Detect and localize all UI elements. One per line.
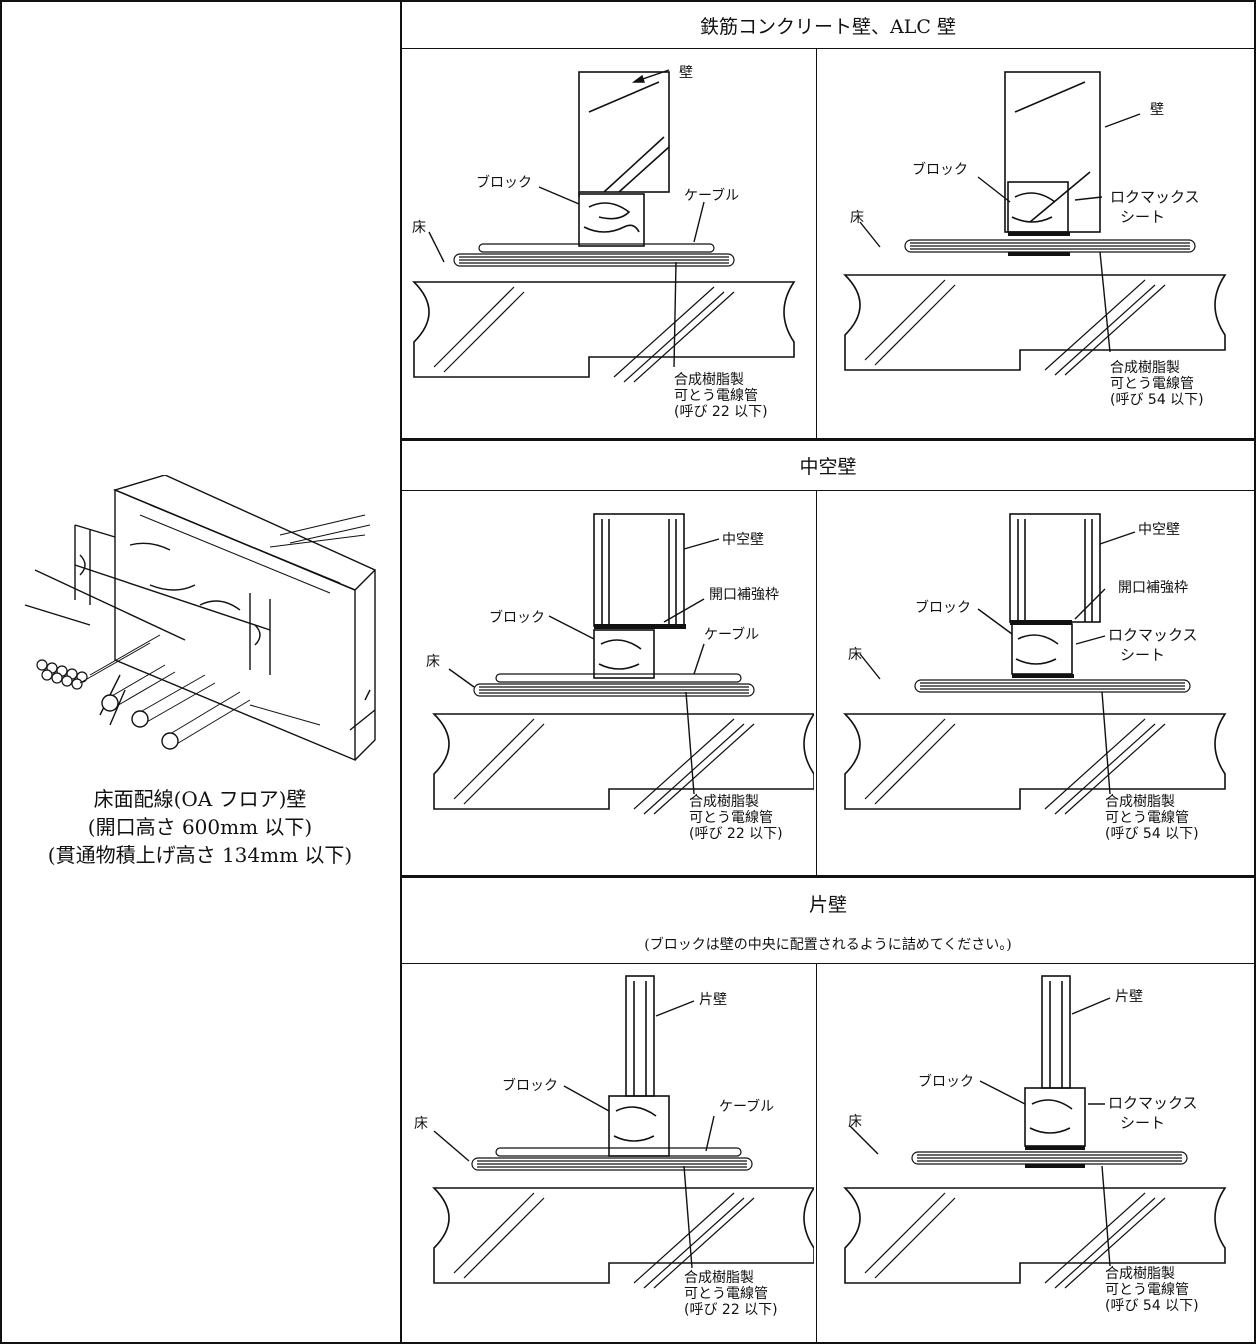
label-pipe-1: 合成樹脂製 <box>674 372 744 388</box>
label-cable: ケーブル <box>719 1098 774 1115</box>
section-title-hollow-wall: 中空壁 <box>799 456 857 478</box>
figure-rc-wall-cable: 壁 ブロック ケーブル 床 合成樹脂製 可とう電線管 (呼び 22 以下) <box>412 65 795 420</box>
label-floor: 床 <box>412 220 426 236</box>
label-sheet-2: シート <box>1120 208 1165 226</box>
label-pipe-2: 可とう電線管 <box>1110 376 1194 392</box>
label-pipe-54: (呼び 54 以下) <box>1110 392 1204 408</box>
section2-header-rule <box>400 490 1256 491</box>
label-floor: 床 <box>426 654 440 670</box>
section3-header-rule <box>400 963 1256 964</box>
label-cable: ケーブル <box>684 187 739 204</box>
section1-header-rule <box>400 48 1256 49</box>
label-pipe-1: 合成樹脂製 <box>1105 1266 1175 1282</box>
label-pipe-22: (呼び 22 以下) <box>674 404 768 420</box>
label-sheet-2: シート <box>1120 646 1165 664</box>
label-pipe-2: 可とう電線管 <box>674 388 758 404</box>
label-floor: 床 <box>414 1116 428 1132</box>
label-hollow-wall: 中空壁 <box>1138 522 1180 538</box>
figure-hollow-wall-sheet: 中空壁 開口補強枠 ブロック ロクマックス シート 床 合成樹脂製 可とう電線管… <box>844 513 1226 842</box>
label-floor: 床 <box>848 647 862 663</box>
section1-mid-divider <box>816 48 817 440</box>
label-block: ブロック <box>476 174 532 191</box>
label-sheet-2: シート <box>1120 1114 1165 1132</box>
label-wall: 壁 <box>679 65 693 81</box>
label-wall: 壁 <box>1150 102 1164 118</box>
figure-single-wall-cable: 片壁 ブロック ケーブル 床 合成樹脂製 可とう電線管 (呼び 22 以下) <box>414 975 814 1318</box>
label-pipe-22: (呼び 22 以下) <box>689 826 783 842</box>
section-title-single-wall: 片壁 <box>808 893 847 916</box>
label-pipe-1: 合成樹脂製 <box>1105 794 1175 810</box>
section-divider-1 <box>400 438 1256 441</box>
label-sheet-1: ロクマックス <box>1110 188 1200 206</box>
figure-single-wall-sheet: 片壁 ブロック ロクマックス シート 床 合成樹脂製 可とう電線管 (呼び 54… <box>844 975 1226 1314</box>
label-block: ブロック <box>502 1077 558 1094</box>
table-border-right <box>1254 0 1256 1344</box>
label-pipe-1: 合成樹脂製 <box>684 1270 754 1286</box>
label-floor: 床 <box>848 1114 862 1130</box>
table-border-top <box>0 0 1256 2</box>
label-pipe-54: (呼び 54 以下) <box>1105 1298 1199 1314</box>
left-caption-line-1: 床面配線(OA フロア)壁 <box>93 787 307 811</box>
section-divider-2 <box>400 875 1256 878</box>
figure-rc-wall-sheet: 壁 ブロック ロクマックス シート 床 合成樹脂製 可とう電線管 (呼び 54 … <box>844 71 1226 408</box>
label-block: ブロック <box>915 599 971 616</box>
table-border-left <box>0 0 2 1344</box>
left-caption-line-3: (貫通物積上げ高さ 134mm 以下) <box>47 843 353 867</box>
oa-floor-penetration-illustration <box>24 475 377 762</box>
label-block: ブロック <box>912 161 968 178</box>
label-pipe-1: 合成樹脂製 <box>689 794 759 810</box>
label-opening-frame: 開口補強枠 <box>1118 580 1188 596</box>
table-col-divider <box>400 0 402 1344</box>
section3-mid-divider <box>816 963 817 1344</box>
label-pipe-2: 可とう電線管 <box>689 810 773 826</box>
section2-mid-divider <box>816 490 817 877</box>
label-sheet-1: ロクマックス <box>1108 626 1198 644</box>
section-title-rc-wall: 鉄筋コンクリート壁、ALC 壁 <box>700 15 956 38</box>
label-hollow-wall: 中空壁 <box>722 532 764 548</box>
label-pipe-1: 合成樹脂製 <box>1110 360 1180 376</box>
label-floor: 床 <box>850 210 864 226</box>
label-sheet-1: ロクマックス <box>1108 1094 1198 1112</box>
label-pipe-2: 可とう電線管 <box>684 1286 768 1302</box>
label-pipe-54: (呼び 54 以下) <box>1105 826 1199 842</box>
label-pipe-22: (呼び 22 以下) <box>684 1302 778 1318</box>
figure-hollow-wall-cable: 中空壁 開口補強枠 ブロック ケーブル 床 合成樹脂製 可とう電線管 (呼び 2… <box>426 513 814 842</box>
label-pipe-2: 可とう電線管 <box>1105 810 1189 826</box>
label-single-wall: 片壁 <box>699 992 727 1008</box>
left-caption-line-2: (開口高さ 600mm 以下) <box>87 815 313 839</box>
table-border-bottom <box>0 1342 1256 1344</box>
label-pipe-2: 可とう電線管 <box>1105 1282 1189 1298</box>
section-note-single-wall: (ブロックは壁の中央に配置されるように詰めてください。) <box>644 937 1012 953</box>
label-cable: ケーブル <box>704 626 759 643</box>
label-block: ブロック <box>489 609 545 626</box>
label-single-wall: 片壁 <box>1115 989 1143 1005</box>
label-opening-frame: 開口補強枠 <box>709 587 779 603</box>
label-block: ブロック <box>918 1073 974 1090</box>
